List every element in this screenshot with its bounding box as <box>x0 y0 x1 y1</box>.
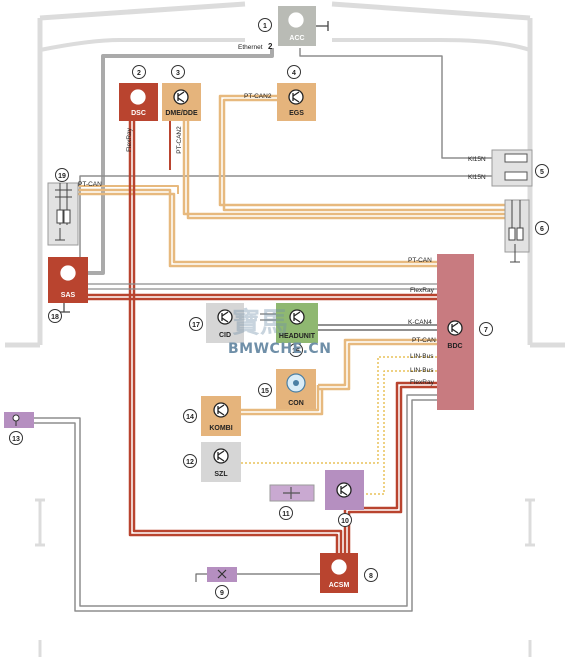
bdc-label: BDC <box>447 343 462 350</box>
distributor-19 <box>47 182 79 246</box>
sas-transistor-icon <box>60 265 76 281</box>
ethernet-number-label: 2 <box>268 42 273 51</box>
bdc-transistor-icon <box>447 320 463 336</box>
egs-label: EGS <box>289 110 304 117</box>
dsc-label: DSC <box>131 110 146 117</box>
dsc-marker <box>132 65 146 79</box>
bdc-flexray-label-2: FlexRay <box>410 379 435 386</box>
acc-label: ACC <box>289 35 304 42</box>
bdc-pt-can2-label: PT-CAN <box>412 337 436 344</box>
acsm-marker <box>364 568 378 582</box>
kombi-number: 14 <box>186 414 194 421</box>
comp11-icon <box>283 487 300 499</box>
sensor9-marker <box>215 585 229 599</box>
dist19-marker <box>55 168 69 182</box>
comp13-icon <box>12 414 20 422</box>
con-label: CON <box>288 400 304 407</box>
watermark-text: BMWCHE.CN <box>228 341 332 357</box>
distributor-6 <box>504 199 530 263</box>
con-number: 15 <box>261 388 269 395</box>
comp10-transistor-icon <box>336 482 352 498</box>
comp10-marker <box>338 513 352 527</box>
szl-label: SZL <box>214 471 228 478</box>
dist6-marker <box>535 221 549 235</box>
watermark-logo: 寶馬 <box>232 306 288 339</box>
headunit-marker <box>289 343 303 357</box>
ethernet-label: Ethernet <box>238 44 263 51</box>
kl15n-label-1: Kl15N <box>468 156 486 163</box>
pt-can2-dme-label: PT-CAN2 <box>176 126 183 154</box>
pt-can2-egs-wire <box>218 94 505 207</box>
flexray-dsc-label: FlexRay <box>126 127 133 152</box>
acsm-number: 8 <box>369 573 373 580</box>
kl15n-box <box>491 149 533 187</box>
bdc-number: 7 <box>484 327 488 334</box>
szl-transistor-icon <box>213 448 229 464</box>
comp11-marker <box>279 506 293 520</box>
cid-transistor-icon <box>217 309 233 325</box>
headunit-transistor-icon <box>289 309 305 325</box>
sas-marker <box>48 309 62 323</box>
acsm-transistor-icon <box>331 559 347 575</box>
comp10-number: 10 <box>341 518 349 525</box>
dist6-number: 6 <box>540 226 544 233</box>
headunit-label: HEADUNIT <box>279 333 316 340</box>
cid-label: CID <box>219 332 231 339</box>
dme-transistor-icon <box>173 89 189 105</box>
acc-marker <box>258 18 272 32</box>
comp11-number: 11 <box>282 511 290 518</box>
ethernet-wire <box>88 48 274 275</box>
acc-transistor-icon <box>288 12 304 28</box>
bdc-lin-bus-label-1: LIN-Bus <box>410 353 434 360</box>
vehicle-outline <box>5 1 565 657</box>
flexray-dsc-wire <box>128 120 339 553</box>
antenna-icon <box>316 21 329 31</box>
bdc-k-can4-label: K-CAN4 <box>408 319 432 326</box>
sensor9-number: 9 <box>220 590 224 597</box>
dsc-number: 2 <box>137 70 141 77</box>
transistor-icons <box>60 12 463 575</box>
egs-marker <box>287 65 301 79</box>
acsm-label: ACSM <box>329 582 350 589</box>
kombi-label: KOMBI <box>209 425 232 432</box>
sensor9-icon <box>217 569 227 579</box>
egs-transistor-icon <box>288 89 304 105</box>
bdc-flexray-label: FlexRay <box>410 287 435 294</box>
pt-can2-egs-label: PT-CAN2 <box>244 93 272 100</box>
comp13-box <box>4 412 34 428</box>
comp13-marker <box>9 431 23 445</box>
kl15n-label-2: Kl15N <box>468 174 486 181</box>
kl15n-wire-2 <box>79 175 492 262</box>
kl15n-wire-1 <box>299 48 492 159</box>
pt-can-label: PT-CAN <box>78 181 102 188</box>
cid-number: 17 <box>192 322 200 329</box>
cid-marker <box>189 317 203 331</box>
dsc-transistor-icon <box>130 89 146 105</box>
pt-can2-dme-wire <box>182 120 505 216</box>
kl15n-number: 5 <box>540 169 544 176</box>
svg-text:寶馬: 寶馬 <box>232 306 288 339</box>
sas-number: 18 <box>51 314 59 321</box>
szl-marker <box>183 454 197 468</box>
comp13-number: 13 <box>12 436 20 443</box>
dist19-number: 19 <box>58 173 66 180</box>
acc-number: 1 <box>263 23 267 30</box>
dme-marker <box>171 65 185 79</box>
wires <box>34 48 505 612</box>
egs-number: 4 <box>292 70 296 77</box>
kombi-marker <box>183 409 197 423</box>
dme-label: DME/DDE <box>165 110 198 117</box>
bdc-lin-bus-label-2: LIN-Bus <box>410 367 434 374</box>
con-marker <box>258 383 272 397</box>
sas-label: SAS <box>61 292 76 299</box>
bdc-marker <box>479 322 493 336</box>
kl15n-marker <box>535 164 549 178</box>
szl-number: 12 <box>186 459 194 466</box>
pt-can-wire <box>78 188 437 268</box>
kombi-transistor-icon <box>213 402 229 418</box>
bdc-pt-can-label: PT-CAN <box>408 257 432 264</box>
dme-number: 3 <box>176 70 180 77</box>
headunit-number: 16 <box>292 348 300 355</box>
